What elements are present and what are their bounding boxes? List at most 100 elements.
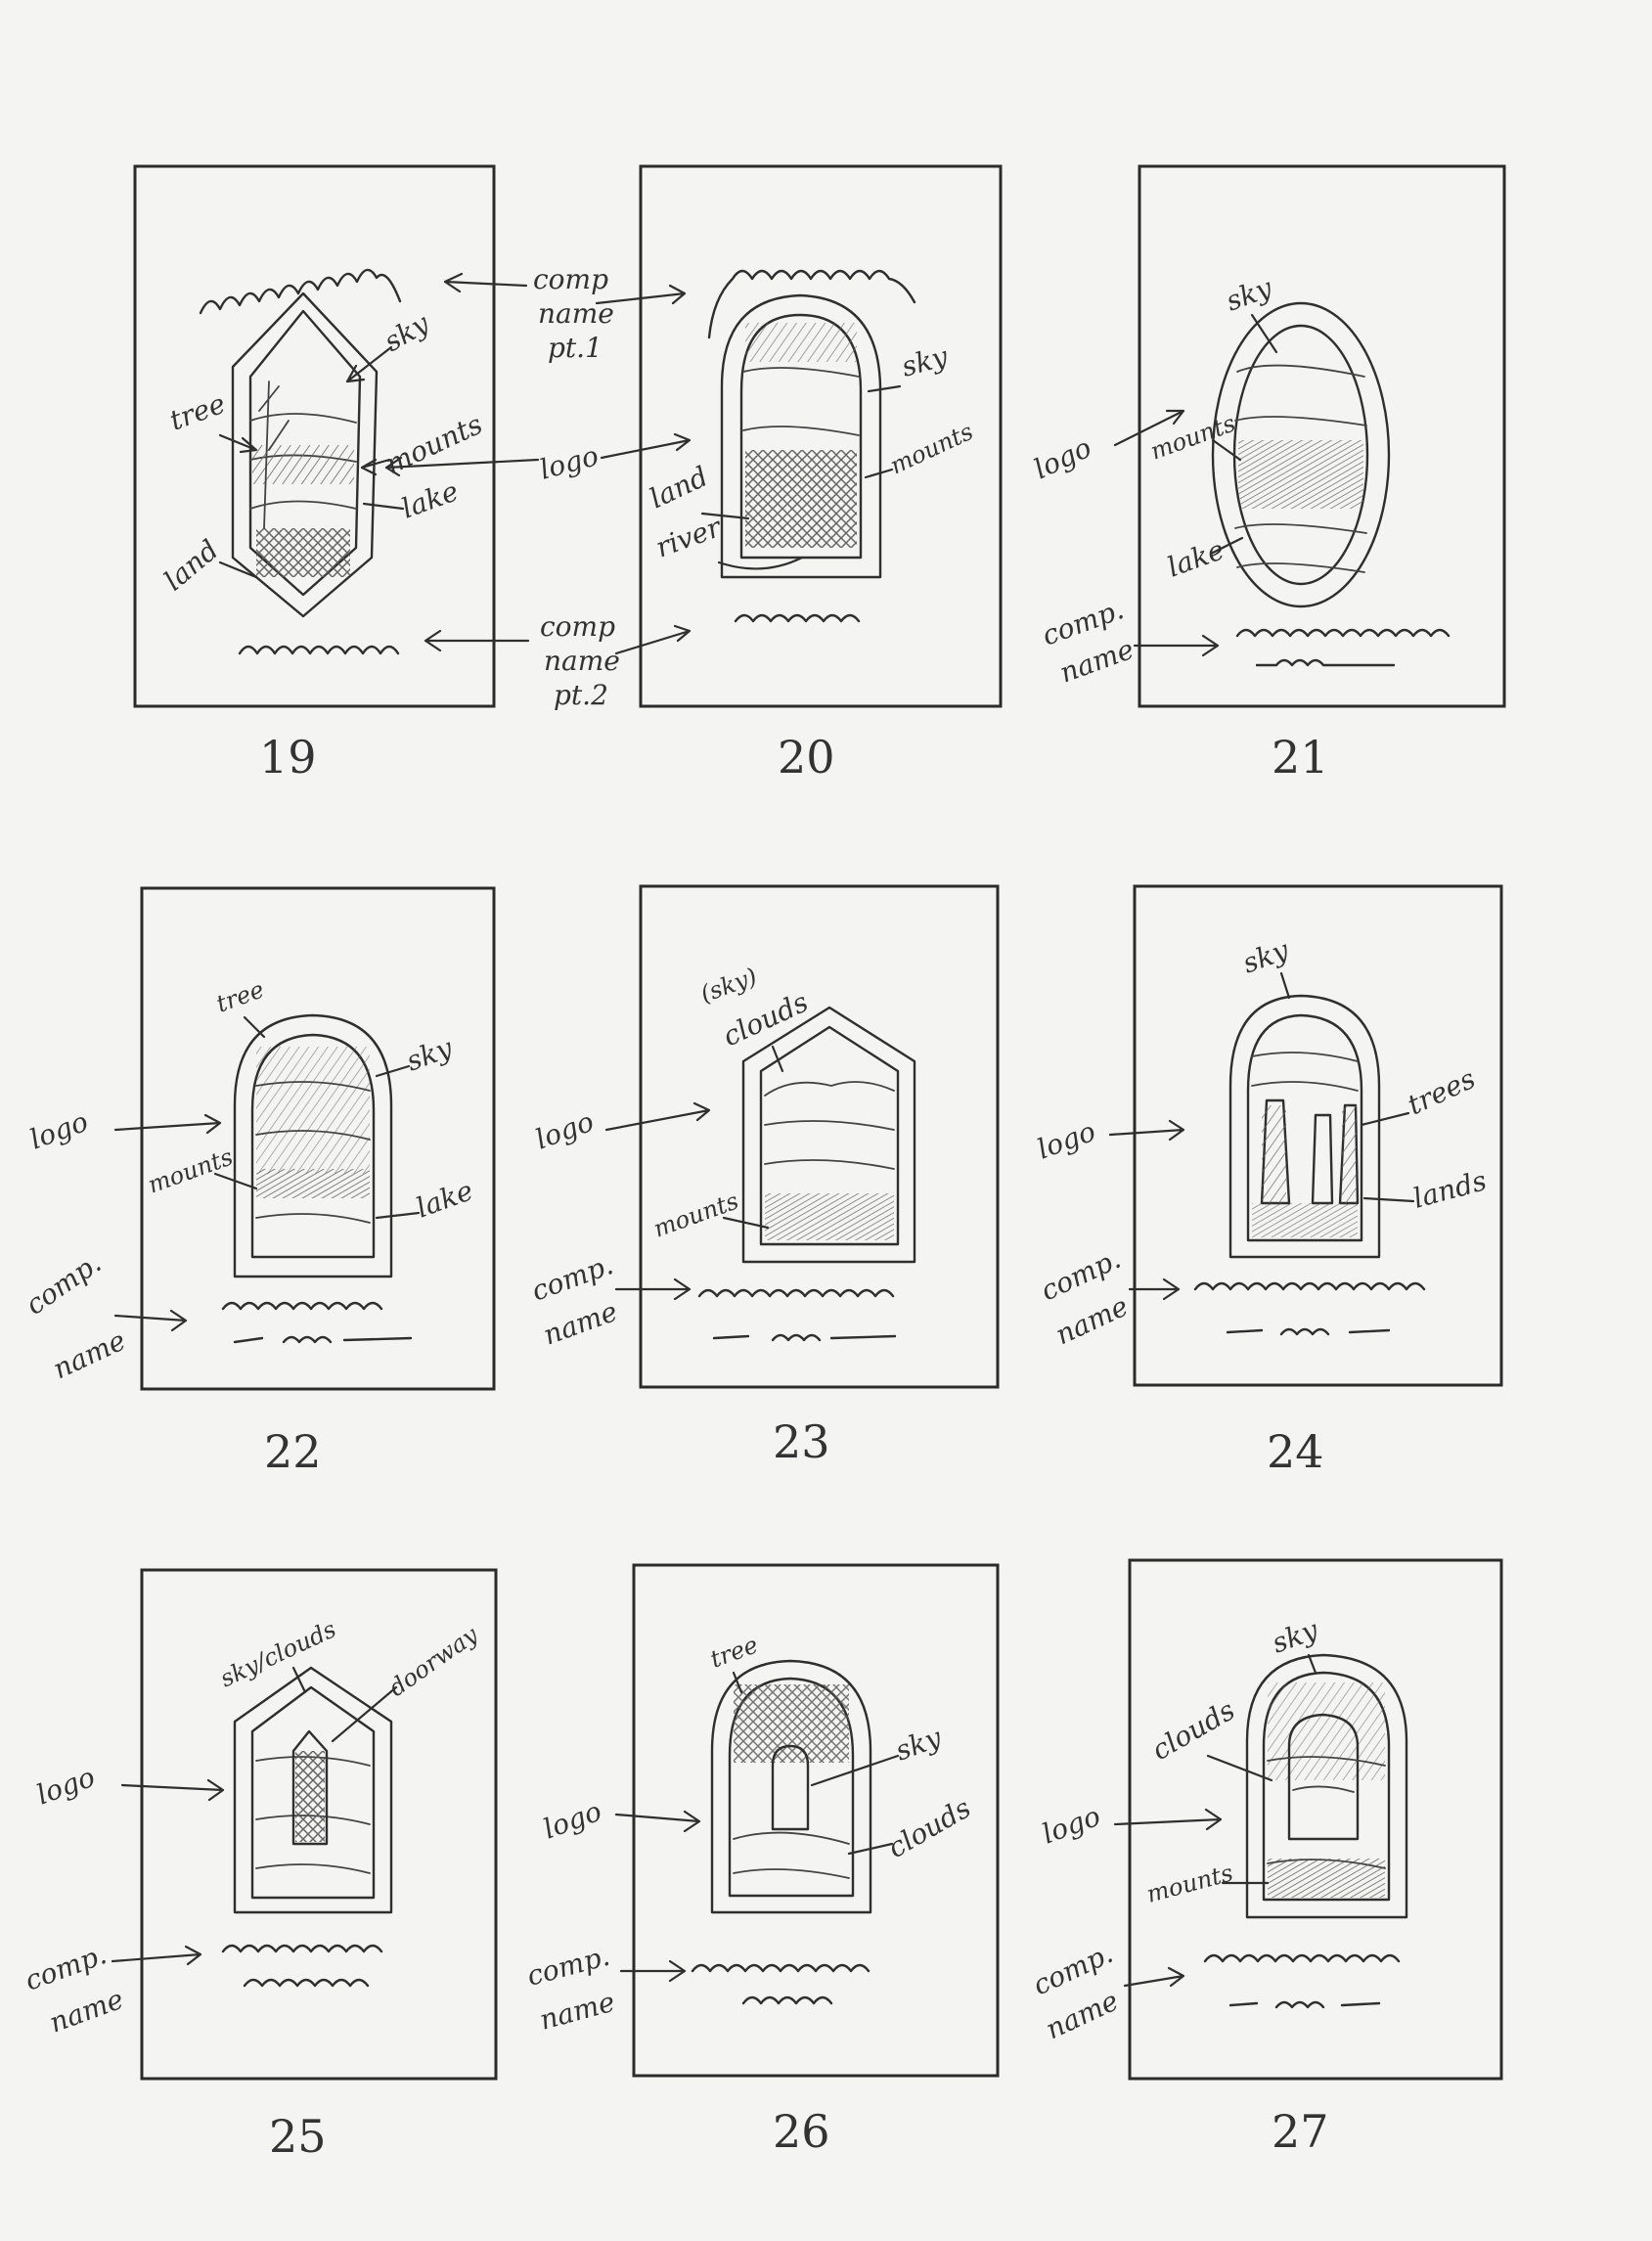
label-lands: lands: [1409, 1164, 1490, 1215]
thumbnail-frame: [133, 164, 496, 708]
label-logo: logo: [25, 1105, 92, 1156]
label-logo: logo: [1033, 1115, 1099, 1166]
thumbnail-21: sky logo mounts lake comp. name 21: [1029, 164, 1506, 784]
logo-oval: [1211, 301, 1391, 608]
label-mounts: mounts: [144, 1143, 236, 1199]
wavy-line: [243, 1978, 370, 1988]
label-river: river: [651, 511, 727, 564]
label-tree: tree: [212, 975, 267, 1017]
thumbnail-number: 23: [773, 1415, 830, 1468]
logo-pentagon: [233, 1666, 393, 1914]
label-comp-name-pt1-line3: pt.1: [548, 332, 603, 364]
thumbnail-number: 21: [1272, 731, 1329, 784]
wavy-line: [1235, 628, 1451, 638]
label-sky: sky: [891, 1721, 947, 1768]
shared-annotations: comp name pt.1 logo comp name pt.2: [384, 263, 692, 711]
label-comp-name-line1: comp.: [20, 1246, 107, 1321]
thumbnail-27: sky clouds logo mounts comp. name 27: [1028, 1558, 1503, 2158]
label-tree: tree: [165, 387, 230, 437]
label-mounts: mounts: [886, 418, 977, 479]
logo-hexagon: [231, 291, 379, 618]
label-comp-name-pt2-line3: pt.2: [554, 679, 608, 711]
label-logo: logo: [32, 1761, 99, 1812]
thumbnail-22: tree sky logo mounts lake comp. name 22: [20, 886, 496, 1478]
label-sky: sky: [898, 339, 952, 382]
wavy-line: [1255, 658, 1396, 667]
label-logo-center: logo: [536, 439, 602, 486]
thumbnail-19: sky tree mounts lake land 19: [133, 164, 496, 784]
wavy-line: [221, 1944, 383, 1953]
label-logo: logo: [1029, 431, 1096, 486]
thumbnail-frame: [639, 164, 1003, 708]
thumbnail-number: 22: [264, 1425, 322, 1478]
label-comp-name-line2: name: [48, 1324, 131, 1386]
label-sky: sky: [1268, 1613, 1323, 1660]
logo-arch: [710, 1659, 872, 1914]
label-comp-name-line2: name: [45, 1983, 127, 2039]
thumbnail-26: tree sky logo clouds comp. name 26: [523, 1563, 1000, 2158]
thumbnail-number: 19: [259, 731, 317, 784]
label-sky: sky: [402, 1031, 458, 1078]
wavy-line: [1203, 1953, 1401, 1963]
label-comp-name-line1: comp.: [21, 1938, 111, 1996]
label-tree: tree: [706, 1631, 761, 1673]
label-lake: lake: [397, 474, 463, 524]
wavy-line: [707, 269, 916, 339]
wavy-line: [221, 1301, 383, 1311]
thumbnail-23: (sky) clouds logo mounts comp. name 23: [527, 884, 1000, 1468]
logo-arch: [1228, 994, 1381, 1259]
label-comp-name-line2: name: [536, 1986, 618, 2037]
label-mounts: mounts: [380, 408, 487, 480]
thumbnail-frame: [1133, 884, 1503, 1387]
wavy-line: [734, 613, 861, 623]
label-sky-paren: (sky): [696, 963, 760, 1008]
thumbnail-number: 25: [269, 2110, 327, 2163]
thumbnail-number: 20: [778, 731, 835, 784]
wavy-line: [1228, 2000, 1381, 2009]
label-comp-name-pt1-line1: comp: [533, 263, 608, 295]
wavy-line: [199, 268, 402, 315]
label-lake: lake: [412, 1174, 477, 1224]
label-lake: lake: [1163, 533, 1228, 583]
thumbnail-frame: [632, 1563, 1000, 2078]
thumbnail-24: sky trees logo lands comp. name 24: [1033, 884, 1503, 1478]
label-mounts: mounts: [649, 1188, 741, 1243]
label-sky: sky: [1238, 933, 1294, 980]
thumbnail-20: sky mounts land river 20: [639, 164, 1003, 784]
logo-arch: [233, 1013, 393, 1278]
thumbnail-25: sky/clouds doorway logo comp. name 25: [21, 1568, 498, 2163]
label-trees: trees: [1403, 1062, 1480, 1121]
thumbnail-frame: [1138, 164, 1506, 708]
wavy-line: [1193, 1281, 1426, 1291]
thumbnail-frame: [140, 1568, 498, 2081]
logo-arch: [720, 293, 882, 579]
thumbnail-number: 27: [1272, 2105, 1329, 2158]
thumbnail-number: 26: [773, 2105, 830, 2158]
label-sky-slash-clouds: sky/clouds: [216, 1615, 340, 1692]
logo-pentagon: [741, 1006, 916, 1264]
label-clouds: clouds: [882, 1792, 976, 1864]
label-comp-name-pt2-line1: comp: [540, 610, 615, 643]
wavy-line: [1226, 1327, 1391, 1336]
label-sky: sky: [1222, 271, 1277, 318]
wavy-line: [712, 1333, 897, 1342]
label-logo: logo: [531, 1105, 598, 1156]
label-comp-name-pt2-line2: name: [544, 645, 620, 677]
thumbnail-number: 24: [1267, 1425, 1324, 1478]
thumbnail-frame: [639, 884, 1000, 1389]
thumbnail-frame: [140, 886, 496, 1391]
label-comp-name-line1: comp.: [523, 1940, 613, 1993]
wavy-line: [233, 1335, 413, 1344]
label-comp-name-line2: name: [539, 1295, 621, 1352]
label-logo: logo: [539, 1795, 605, 1846]
label-doorway: doorway: [383, 1621, 483, 1702]
wavy-line: [697, 1288, 895, 1298]
label-land: land: [645, 460, 713, 515]
wavy-line: [691, 1963, 871, 1973]
label-clouds: clouds: [1146, 1694, 1240, 1767]
label-logo: logo: [1038, 1800, 1104, 1851]
thumbnail-frame: [1128, 1558, 1503, 2081]
label-mounts: mounts: [1146, 410, 1238, 466]
